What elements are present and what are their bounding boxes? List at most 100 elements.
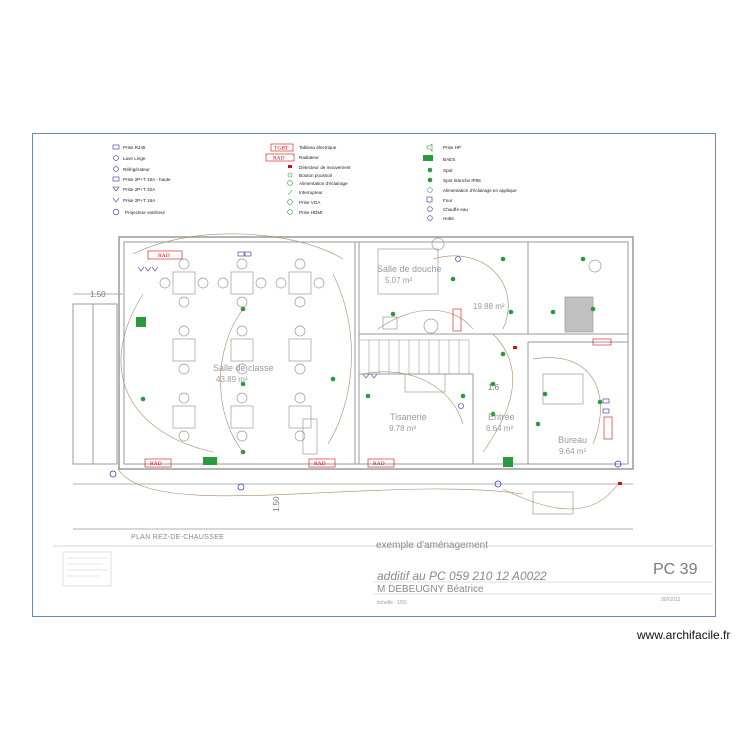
baes-icon — [503, 457, 513, 467]
date: 30/02/13 — [661, 597, 681, 603]
baes-icon — [136, 317, 146, 327]
legend-item: Tableau électrique — [299, 145, 337, 150]
rad-symbol: RAD — [273, 156, 285, 162]
spot-icon — [427, 167, 433, 173]
rad-symbol: RAD — [314, 461, 326, 467]
site-watermark: www.archifacile.fr — [637, 628, 731, 642]
room-area: 5.07 m² — [385, 276, 412, 285]
scale: échelle : 1/50 — [377, 600, 407, 606]
legend-item: Chauffe eau — [443, 207, 468, 212]
legend-item: Prise VGA — [299, 200, 321, 205]
oven-icon — [426, 196, 433, 203]
dimension-label: 1.6 — [488, 383, 500, 392]
tgbt-symbol: TGBT — [274, 146, 289, 152]
architect-stamp-icon — [62, 551, 112, 587]
fridge-icon — [113, 166, 119, 172]
baes-icon — [203, 457, 217, 465]
room-name: Entrée — [488, 412, 515, 422]
room-name: Salle de classe — [213, 363, 274, 373]
outlets — [137, 251, 610, 414]
dimension-label: 1.50 — [90, 290, 106, 299]
room-area: 9.64 m² — [559, 447, 586, 456]
room-area: 43.89 m² — [216, 375, 248, 384]
tgbt-icon — [592, 338, 612, 346]
projector-icon — [237, 483, 245, 491]
legend-col2: TGBT Tableau électrique RAD Radiateur Dé… — [265, 143, 351, 215]
classroom-tables — [159, 258, 325, 442]
bathroom-fixtures — [302, 237, 602, 515]
rj45-icon — [112, 144, 120, 150]
legend-item: Réfrigérateur — [123, 167, 150, 172]
legend-item: Prise 2P+T 16A - haute — [123, 177, 171, 182]
spots — [140, 256, 603, 455]
motion-detectors — [513, 346, 622, 485]
projector-icon — [112, 208, 120, 216]
legend-item: Prise RJ45 — [123, 145, 146, 150]
lighting-icon — [287, 180, 293, 186]
owner-name: M DEBEUGNY Béatrice — [377, 584, 484, 595]
exterior-projectors — [109, 460, 622, 491]
walls — [72, 236, 634, 530]
radiator-icon — [265, 153, 295, 162]
hood-icon — [427, 215, 433, 221]
wiring — [117, 233, 619, 510]
legend-item: Interrupteur — [299, 190, 323, 195]
legend-item: Alimentation d'éclairage — [299, 181, 348, 186]
projector-icon — [109, 470, 117, 478]
tgbt-icon — [270, 143, 294, 152]
water-heater-icon — [427, 206, 433, 212]
staircase — [358, 339, 470, 375]
legend-item: Spot — [443, 168, 453, 173]
legend-item: Hotte — [443, 216, 454, 221]
baes-icon — [423, 155, 433, 161]
room-area: 6.64 m² — [486, 424, 513, 433]
legend-item: BAES — [443, 157, 455, 162]
socket-32a-icon — [112, 186, 120, 192]
projector-icon — [494, 480, 502, 488]
legend-item: Prise 2P+T 16A — [123, 198, 156, 203]
legend-item: Prise 2P+T 32A — [123, 187, 156, 192]
plan-title: PLAN REZ-DE-CHAUSSEE — [131, 534, 224, 541]
legend-item: Détecteur de mouvement — [299, 165, 351, 170]
speaker-icon — [426, 143, 433, 152]
radiator-icon — [147, 250, 183, 260]
washing-machine-icon — [113, 155, 119, 161]
room-name: Bureau — [558, 435, 587, 445]
spot-ip55-icon — [427, 177, 433, 183]
legend-item: Spot étanche IP55 — [443, 178, 481, 183]
radiator-icon — [367, 458, 395, 468]
emergency-exits — [136, 317, 513, 467]
legend-item: Projecteur extérieur — [125, 210, 166, 215]
push-button-icon — [287, 172, 293, 178]
radiator-icon — [308, 458, 336, 468]
legend-item: Alimentation d'éclairage en applique — [443, 188, 517, 193]
room-name: Tisanerie — [390, 412, 427, 422]
dimensions: 1.50 1.50 1.6 — [90, 290, 500, 512]
room-area: 9.78 m² — [389, 424, 416, 433]
legend-item: Prise HP — [443, 145, 461, 150]
switch-icon — [287, 189, 293, 196]
title-block-subtitle: exemple d'aménagement — [376, 540, 488, 551]
room-name: Salle de douche — [377, 264, 442, 274]
legend-item: Bouton poussoir — [299, 173, 333, 178]
floor-plan: Prise RJ45 Lave Linge Réfrigérateur Pris… — [53, 143, 713, 606]
room-area: 19.88 m² — [473, 302, 505, 311]
motion-detector-icon — [288, 165, 292, 168]
sheet-number: PC 39 — [653, 561, 698, 578]
wall-light-icon — [427, 187, 433, 193]
legend-item: Prise HDMI — [299, 210, 322, 215]
socket-high-icon — [112, 176, 120, 182]
room-labels: Salle de classe 43.89 m² Salle de douche… — [213, 264, 587, 456]
legend-col3: Prise HP BAES Spot Spot étanche IP55 Ali… — [423, 143, 517, 221]
rad-symbol: RAD — [158, 253, 170, 259]
legend-item: Four — [443, 198, 453, 203]
rad-symbol: RAD — [373, 461, 385, 467]
radiator-icon — [452, 308, 462, 332]
radiators: RAD RAD RAD RAD — [144, 250, 613, 468]
project-reference: additif au PC 059 210 12 A0022 — [377, 569, 547, 583]
hdmi-icon — [287, 209, 293, 215]
rad-symbol: RAD — [150, 461, 162, 467]
dimension-label: 1.50 — [272, 496, 281, 512]
legend: Prise RJ45 Lave Linge Réfrigérateur Pris… — [112, 143, 517, 221]
radiator-icon — [603, 416, 613, 440]
